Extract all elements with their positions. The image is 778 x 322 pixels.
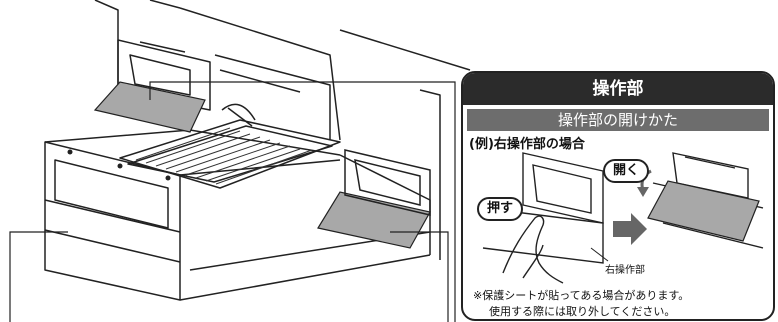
operation-panel: 操作部 操作部の開けかた (例)右操作部の場合: [461, 71, 775, 321]
finger-icon: [502, 215, 564, 284]
panel-illustration: [482, 152, 764, 284]
opened-sheet: [647, 180, 760, 242]
push-label: 押す: [477, 197, 524, 221]
panel-subtitle: 操作部の開けかた: [467, 109, 769, 131]
example-label: (例)右操作部の場合: [469, 137, 585, 152]
right-arrow-icon: [613, 213, 647, 245]
left-protective-sheet: [93, 81, 206, 133]
note-line-2: 使用する際には取り外してください。: [489, 305, 676, 318]
upper-leader-line: [149, 81, 456, 322]
panel-title: 操作部: [463, 73, 773, 105]
front-leader-line: [9, 231, 68, 322]
right-protective-sheet: [317, 191, 431, 249]
lower-leader-line: [390, 231, 449, 322]
open-label: 開く: [603, 159, 650, 183]
right-operation-part-label: 右操作部: [605, 265, 645, 276]
note-line-1: ※保護シートが貼ってある場合があります。: [473, 289, 690, 302]
